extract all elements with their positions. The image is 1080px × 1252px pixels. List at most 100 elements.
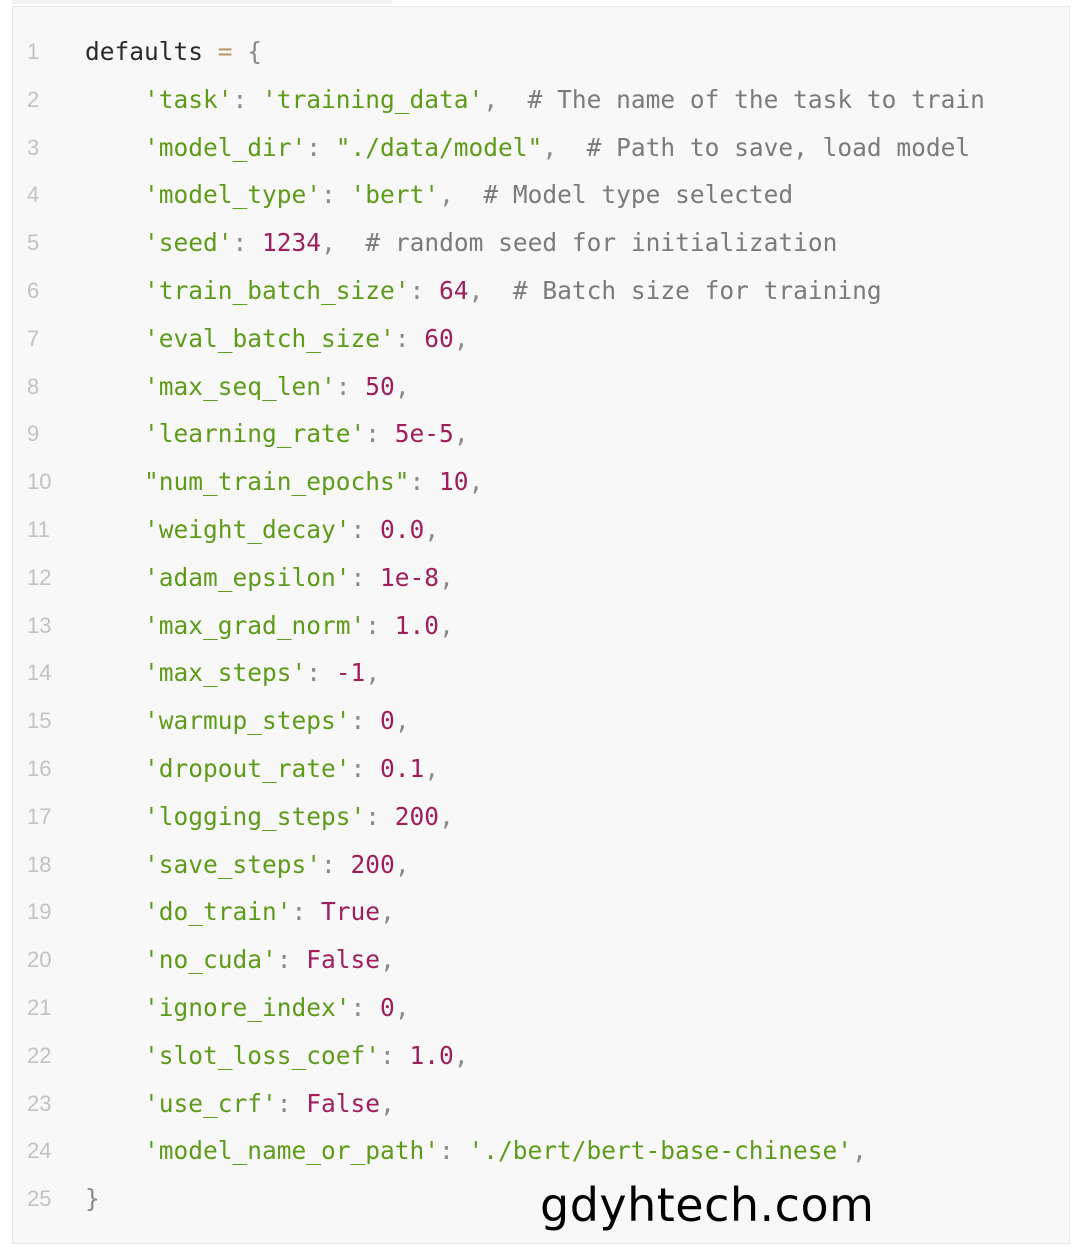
code-token-plain	[85, 228, 144, 257]
code-token-key: 'max_grad_norm'	[144, 610, 366, 640]
line-code: 'use_crf': False,	[85, 1080, 395, 1128]
code-token-key: 'warmup_steps'	[144, 706, 351, 736]
line-number: 6	[27, 278, 40, 303]
code-token-key: 'adam_epsilon'	[144, 562, 351, 592]
line-number: 14	[27, 660, 52, 686]
code-line: 7 'eval_batch_size': 60,	[13, 315, 1069, 363]
code-line: 16 'dropout_rate': 0.1,	[13, 745, 1069, 793]
code-token-num: 0.1	[380, 754, 425, 783]
code-token-plain	[85, 1089, 144, 1118]
code-token-num: 0	[380, 706, 395, 736]
code-token-key: 'model_name_or_path'	[144, 1136, 440, 1166]
line-number: 16	[27, 756, 52, 781]
code-line: 11 'weight_decay': 0.0,	[13, 506, 1069, 554]
code-line: 18 'save_steps': 200,	[13, 841, 1069, 889]
code-token-key: 'model_dir'	[144, 132, 307, 162]
code-token-plain: defaults	[85, 37, 218, 66]
code-token-pun: {	[232, 37, 263, 66]
code-line: 9 'learning_rate': 5e-5,	[13, 410, 1069, 458]
line-code: 'max_steps': -1,	[85, 649, 380, 697]
code-token-num: -1	[335, 658, 366, 688]
code-token-key: 'task'	[144, 84, 233, 114]
line-number: 9	[27, 421, 40, 447]
code-token-key: 'max_seq_len'	[144, 371, 336, 401]
code-token-str: './bert/bert-base-chinese'	[468, 1136, 853, 1166]
line-number: 24	[27, 1138, 52, 1164]
code-token-pun: ,	[542, 132, 587, 162]
code-token-key: "num_train_epochs"	[144, 467, 410, 497]
code-token-plain	[85, 180, 144, 209]
line-number: 4	[27, 182, 40, 208]
code-token-num: 50	[365, 371, 395, 401]
code-token-pun: :	[232, 228, 263, 258]
code-token-pun: ,	[321, 228, 366, 258]
line-code: 'max_seq_len': 50,	[85, 363, 410, 411]
code-token-str: 'bert'	[350, 180, 440, 210]
code-token-pun: ,	[439, 562, 454, 592]
line-code: 'seed': 1234, # random seed for initiali…	[85, 219, 837, 267]
code-token-key: 'logging_steps'	[144, 801, 366, 831]
code-token-key: 'ignore_index'	[144, 993, 351, 1022]
code-token-num: 0	[380, 993, 395, 1022]
line-number: 7	[27, 325, 40, 351]
code-token-kw: False	[306, 945, 381, 975]
line-number: 21	[27, 995, 52, 1020]
line-code: 'train_batch_size': 64, # Batch size for…	[85, 267, 882, 315]
line-number: 1	[27, 39, 40, 64]
code-token-pun: }	[85, 1184, 100, 1214]
code-line: 17 'logging_steps': 200,	[13, 793, 1069, 841]
code-line: 14 'max_steps': -1,	[13, 649, 1069, 697]
line-number: 25	[27, 1186, 52, 1212]
line-code: 'save_steps': 200,	[85, 841, 410, 889]
code-token-cmt: # Path to save, load model	[586, 132, 971, 162]
code-line: 4 'model_type': 'bert', # Model type sel…	[13, 171, 1069, 219]
code-token-pun: :	[439, 1136, 469, 1166]
code-token-plain	[85, 1136, 144, 1165]
line-code: 'model_dir': "./data/model", # Path to s…	[85, 124, 970, 172]
code-line: 12 'adam_epsilon': 1e-8,	[13, 554, 1069, 602]
code-token-pun: :	[321, 849, 351, 879]
code-token-pun: ,	[424, 754, 440, 783]
code-token-pun: :	[365, 419, 395, 449]
code-token-pun: :	[394, 323, 425, 353]
code-token-pun: ,	[453, 419, 469, 449]
code-token-plain	[85, 945, 144, 974]
code-token-pun: :	[335, 371, 366, 401]
code-token-plain	[85, 419, 144, 448]
line-code: 'ignore_index': 0,	[85, 984, 410, 1032]
code-token-plain	[85, 706, 144, 735]
code-token-num: 1e-8	[380, 562, 440, 592]
code-token-num: 1.0	[409, 1040, 454, 1070]
code-token-cmt: # random seed for initialization	[365, 228, 838, 258]
code-token-plain	[85, 85, 144, 114]
code-token-pun: :	[350, 562, 381, 592]
code-token-key: 'no_cuda'	[144, 945, 277, 975]
code-token-pun: ,	[852, 1136, 867, 1166]
code-token-key: 'dropout_rate'	[144, 754, 351, 783]
line-code: 'slot_loss_coef': 1.0,	[85, 1032, 469, 1080]
code-token-plain	[85, 850, 144, 879]
code-token-pun: ,	[394, 371, 410, 401]
code-token-pun: :	[306, 132, 336, 162]
code-token-plain	[85, 563, 144, 592]
code-token-pun: ,	[439, 610, 454, 640]
code-token-pun: ,	[424, 515, 440, 544]
code-token-plain	[85, 611, 144, 640]
code-token-plain	[85, 324, 144, 353]
line-number: 20	[27, 947, 52, 973]
code-line: 3 'model_dir': "./data/model", # Path to…	[13, 124, 1069, 172]
code-line: 19 'do_train': True,	[13, 888, 1069, 936]
code-token-pun: :	[380, 1040, 410, 1070]
line-code: 'model_type': 'bert', # Model type selec…	[85, 171, 793, 219]
code-token-cmt: # Model type selected	[483, 180, 794, 210]
code-token-key: 'max_steps'	[144, 658, 307, 688]
code-token-plain	[85, 754, 144, 783]
code-token-pun: ,	[394, 849, 410, 879]
code-token-num: 0.0	[380, 515, 425, 544]
code-token-pun: :	[291, 897, 322, 927]
code-token-num: 200	[350, 849, 395, 879]
code-token-key: 'train_batch_size'	[144, 276, 410, 305]
line-code: 'dropout_rate': 0.1,	[85, 745, 439, 793]
line-number: 2	[27, 86, 40, 112]
